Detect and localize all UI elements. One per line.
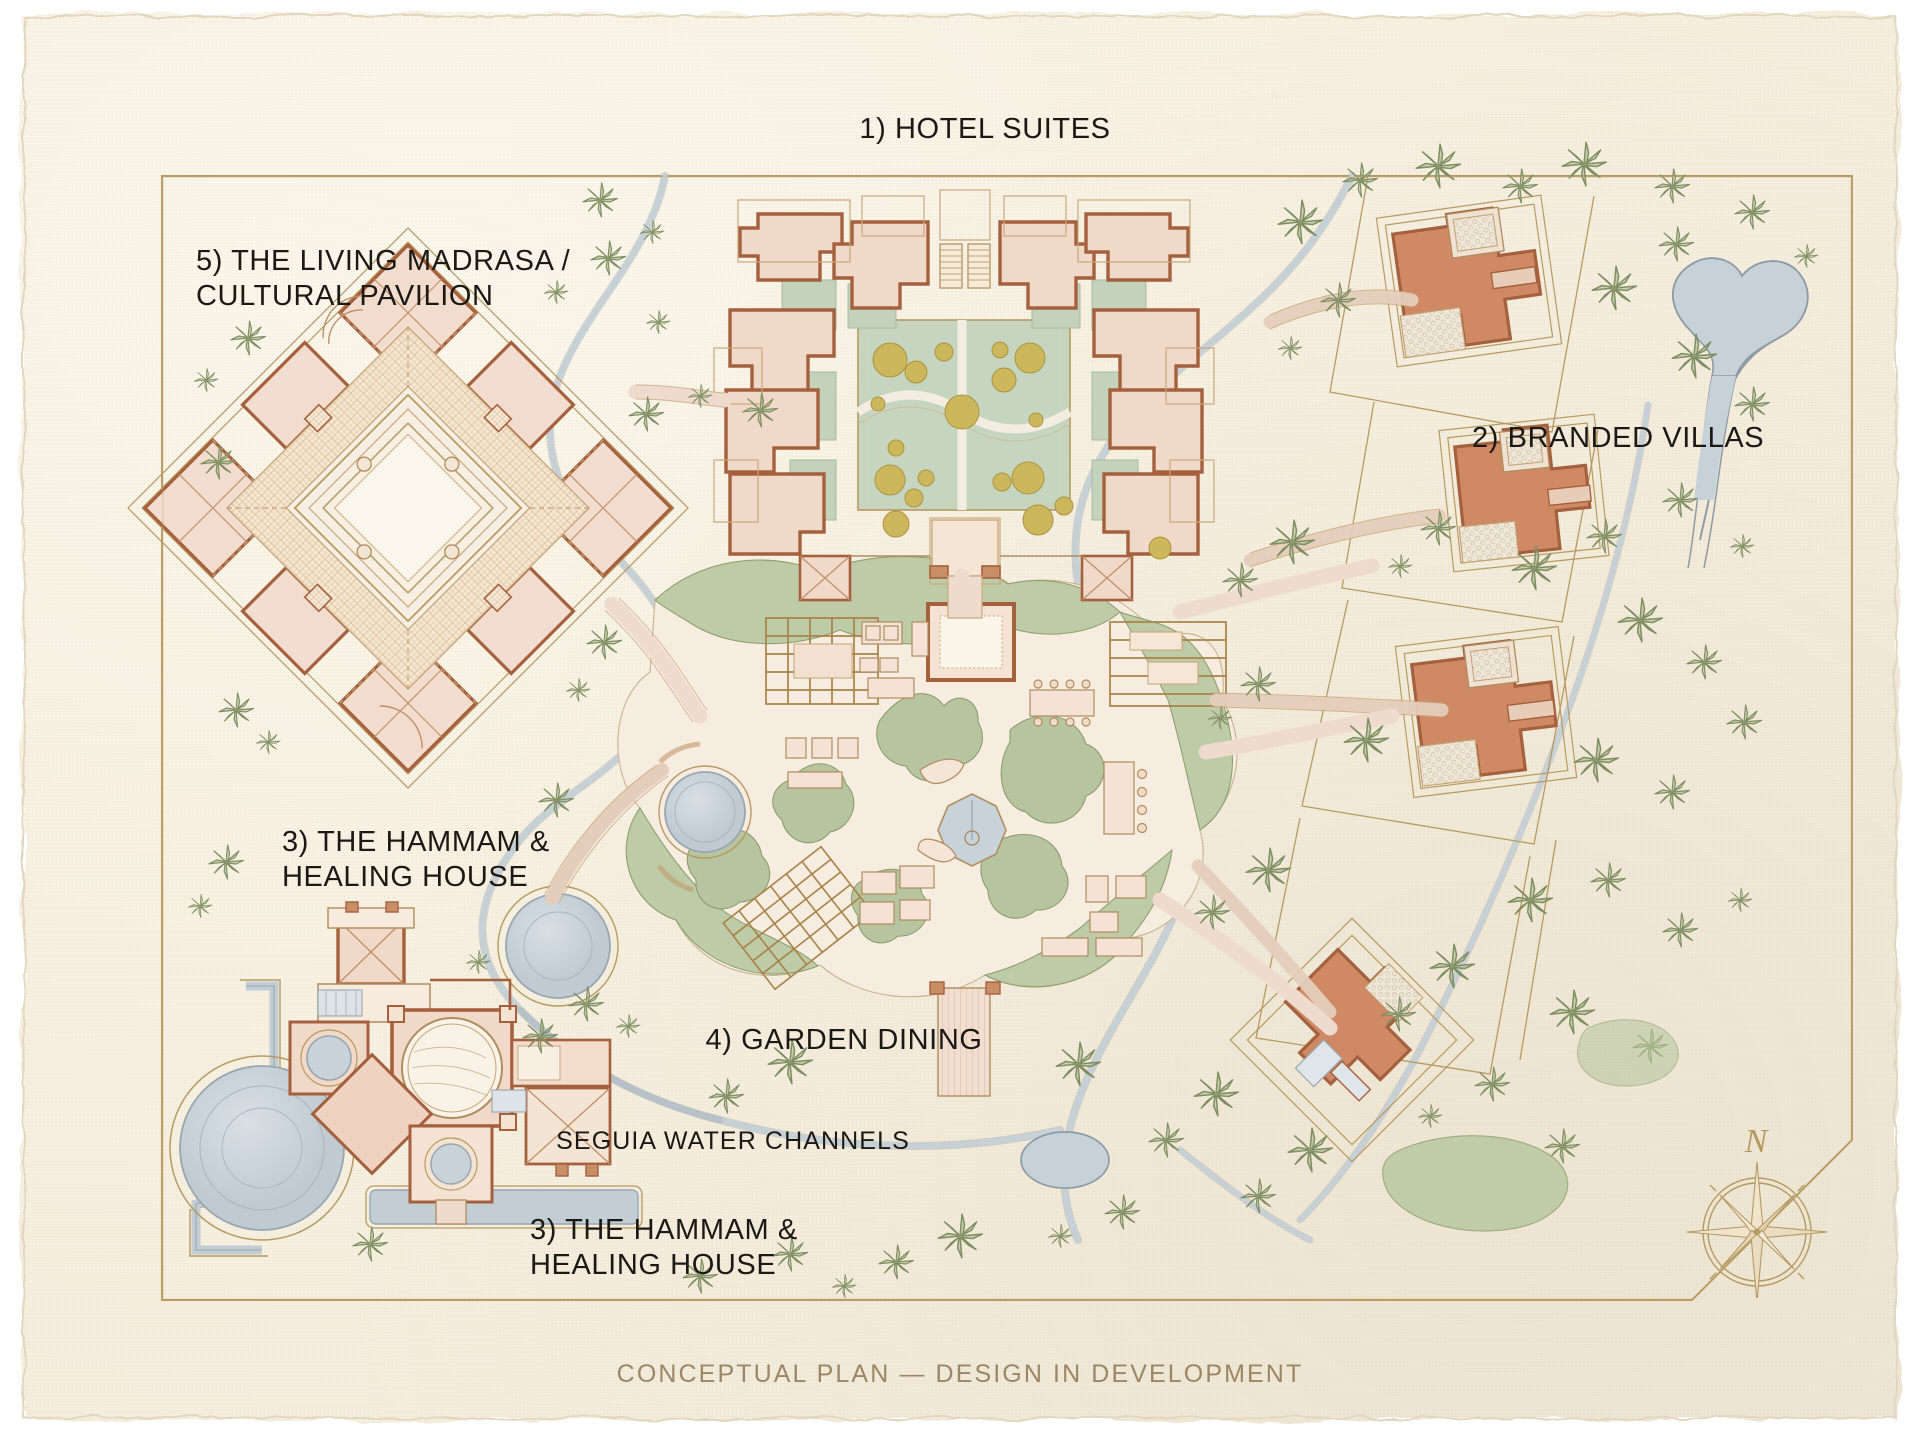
hotel-courtyard-garden [855,319,1073,511]
villa-1 [1375,194,1563,368]
footer-caption: CONCEPTUAL PLAN — DESIGN IN DEVELOPMENT [616,1360,1304,1388]
compass-north-letter: N [1744,1123,1770,1160]
zone-hotel-suites [713,189,1215,619]
label-hotel-suites: 1) HOTEL SUITES [859,113,1111,145]
compass-rose: N [1686,1123,1828,1298]
label-seguia-water-channels: SEGUIA WATER CHANNELS [556,1127,910,1155]
hammam-pool-northeast [497,885,619,1007]
pond-lower [1020,1131,1110,1189]
label-madrasa: 5) THE LIVING MADRASA / CULTURAL PAVILIO… [196,245,571,313]
label-garden-dining: 4) GARDEN DINING [705,1024,983,1056]
garden-dining-island [617,556,1238,1097]
label-hammam-secondary: 3) THE HAMMAM & HEALING HOUSE [530,1214,798,1282]
label-branded-villas: 2) BRANDED VILLAS [1472,422,1765,454]
lake-water-feature [1672,257,1809,569]
planting-beds-southeast [1382,1019,1679,1232]
label-hammam-primary: 3) THE HAMMAM & HEALING HOUSE [282,826,550,894]
